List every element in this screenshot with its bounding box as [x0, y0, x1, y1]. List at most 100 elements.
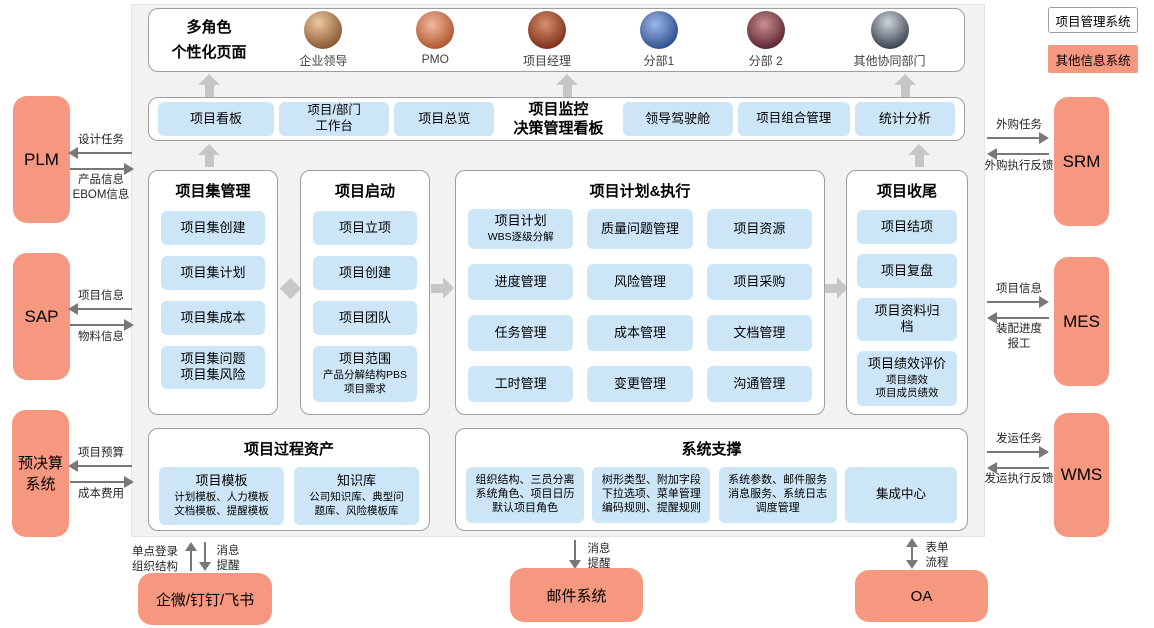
- persona-label: PMO: [421, 52, 449, 66]
- external-system-wms: WMS: [1054, 413, 1109, 537]
- arrow-label-outsourcing-feedback: 外购执行反馈: [984, 160, 1054, 172]
- module-change-mgmt: 变更管理: [587, 365, 693, 402]
- module-project-dept-workbench: 项目/部门 工作台: [279, 102, 390, 136]
- external-system-plm: PLM: [13, 96, 70, 223]
- right-arrow-icon: [825, 277, 848, 299]
- perf-subtitle: 项目绩效 项目成员绩效: [875, 373, 939, 400]
- module-program-plan: 项目集计划: [161, 256, 265, 290]
- module-integration-center: 集成中心: [844, 467, 957, 523]
- module-project-closeout: 项目结项: [857, 210, 957, 244]
- persona-project-manager: 项目经理: [523, 11, 571, 69]
- scope-subtitle: 产品分解结构PBS 项目需求: [322, 369, 407, 395]
- external-system-wechat-dingtalk-feishu: 企微/钉钉/飞书: [138, 573, 272, 625]
- templates-title: 项目模板: [195, 473, 248, 489]
- closure-title: 项目收尾: [876, 183, 937, 200]
- up-arrow-icon: [908, 144, 930, 167]
- module-project-approval: 项目立项: [313, 211, 417, 245]
- persona-branch-1: 分部1: [639, 11, 678, 69]
- external-system-mes: MES: [1054, 257, 1109, 386]
- persona-label: 分部 2: [748, 54, 783, 68]
- arrow-label-form-flow: 表单 流程: [925, 542, 949, 569]
- plan-exec-grid: 项目计划 WBS逐级分解 质量问题管理 项目资源 进度管理 风险管理 项目采购 …: [456, 201, 824, 402]
- module-leader-cockpit: 领导驾驶舱: [622, 102, 733, 136]
- arrow-label-assembly-progress: 装配进度 报工: [996, 323, 1042, 350]
- program-mgmt-title: 项目集管理: [175, 183, 251, 200]
- arrow-to-plm-icon: [68, 147, 132, 159]
- arrow-down-mail-icon: [569, 540, 581, 569]
- dashboard-row: 项目看板 项目/部门 工作台 项目总览 项目监控 决策管理看板 领导驾驶舱 项目…: [148, 97, 965, 141]
- persona-strip: 多角色 个性化页面 企业领导 PMO 项目经理 分部1 分部 2: [148, 8, 965, 72]
- module-schedule-mgmt: 进度管理: [468, 263, 574, 300]
- persona-items: 企业领导 PMO 项目经理 分部1 分部 2 其他协同部门: [265, 11, 960, 69]
- knowledge-title: 知识库: [336, 473, 376, 489]
- initiation-box: 项目启动 项目立项 项目创建 项目团队 项目范围 产品分解结构PBS 项目需求: [300, 170, 430, 415]
- module-project-team: 项目团队: [313, 301, 417, 335]
- persona-label: 项目经理: [523, 54, 572, 68]
- module-project-resource: 项目资源: [706, 209, 812, 249]
- dashboard-title: 项目监控 决策管理看板: [513, 100, 604, 138]
- system-support-box: 系统支撑 组织结构、三员分离 系统角色、项目日历 默认项目角色 树形类型、附加字…: [455, 428, 968, 531]
- module-project-plan: 项目计划 WBS逐级分解: [468, 209, 574, 249]
- module-performance-eval: 项目绩效评价 项目绩效 项目成员绩效: [857, 350, 957, 407]
- module-org-roles: 组织结构、三员分离 系统角色、项目日历 默认项目角色: [466, 467, 584, 523]
- module-communication-mgmt: 沟通管理: [706, 365, 812, 402]
- scope-title: 项目范围: [338, 351, 391, 366]
- arrow-label-shipping-feedback: 发运执行反馈: [984, 473, 1054, 485]
- arrow-label-sso-org: 单点登录 组织结构: [132, 546, 178, 573]
- module-project-scope: 项目范围 产品分解结构PBS 项目需求: [313, 346, 417, 402]
- persona-enterprise-leader: 企业领导: [299, 11, 347, 69]
- perf-title: 项目绩效评价: [867, 355, 946, 371]
- module-system-services: 系统参数、邮件服务 消息服务、系统日志 调度管理: [718, 467, 837, 523]
- arrow-label-project-info: 项目信息: [78, 290, 124, 302]
- module-task-mgmt: 任务管理: [468, 314, 574, 351]
- arrow-to-wms-icon: [987, 446, 1049, 458]
- templates-subtitle: 计划模板、人力模板 文档模板、提醒模板: [174, 491, 269, 518]
- arrow-from-srm-icon: [987, 148, 1049, 160]
- arrow-label-msg-remind-mail: 消息 提醒: [587, 543, 611, 570]
- module-project-templates: 项目模板 计划模板、人力模板 文档模板、提醒模板: [159, 467, 284, 525]
- process-assets-box: 项目过程资产 项目模板 计划模板、人力模板 文档模板、提醒模板 知识库 公司知识…: [148, 428, 430, 531]
- external-system-oa: OA: [855, 570, 988, 622]
- module-timesheet-mgmt: 工时管理: [468, 365, 574, 402]
- module-project-procurement: 项目采购: [706, 263, 812, 300]
- external-system-mail: 邮件系统: [510, 568, 643, 622]
- right-arrow-icon: [431, 277, 454, 299]
- module-knowledge-base: 知识库 公司知识库、典型问 题库、风险模板库: [294, 467, 419, 525]
- persona-branch-2: 分部 2: [746, 11, 785, 69]
- arrow-from-mes-icon: [987, 312, 1049, 324]
- arrow-to-mes-icon: [987, 296, 1049, 308]
- arrow-to-budget-icon: [68, 460, 132, 472]
- arrow-label-product-info: 产品信息 EBOM信息: [72, 174, 130, 201]
- module-program-cost: 项目集成本: [161, 301, 265, 335]
- program-mgmt-list: 项目集创建 项目集计划 项目集成本 项目集问题 项目集风险: [149, 201, 277, 389]
- arrow-label-cost-expense: 成本费用: [78, 488, 124, 500]
- program-mgmt-box: 项目集管理 项目集创建 项目集计划 项目集成本 项目集问题 项目集风险: [148, 170, 278, 415]
- pmo-avatar: [416, 11, 455, 49]
- arrow-label-project-budget: 项目预算: [78, 447, 124, 459]
- module-project-archive: 项目资料归 档: [857, 298, 957, 341]
- arrow-up-wechat-icon: [185, 542, 197, 571]
- module-project-overview: 项目总览: [394, 102, 495, 136]
- plan-exec-box: 项目计划&执行 项目计划 WBS逐级分解 质量问题管理 项目资源 进度管理 风险…: [455, 170, 825, 415]
- branch-2-avatar: [746, 11, 785, 49]
- arrow-label-design-task: 设计任务: [78, 134, 124, 146]
- process-assets-title: 项目过程资产: [243, 441, 334, 458]
- enterprise-leader-avatar: [304, 11, 343, 49]
- legend-pm-system: 项目管理系统: [1048, 7, 1138, 33]
- module-cost-mgmt: 成本管理: [587, 314, 693, 351]
- module-quality-issue-mgmt: 质量问题管理: [587, 209, 693, 249]
- arrow-from-sap-icon: [70, 319, 134, 331]
- closure-list: 项目结项 项目复盘 项目资料归 档 项目绩效评价 项目绩效 项目成员绩效: [847, 201, 967, 407]
- plan-exec-title: 项目计划&执行: [589, 183, 691, 200]
- module-project-review: 项目复盘: [857, 254, 957, 288]
- persona-label: 企业领导: [299, 54, 348, 68]
- arrow-label-outsourcing-task: 外购任务: [996, 119, 1042, 131]
- closure-box: 项目收尾 项目结项 项目复盘 项目资料归 档 项目绩效评价 项目绩效 项目成员绩…: [846, 170, 968, 415]
- module-portfolio-mgmt: 项目组合管理: [737, 102, 850, 136]
- system-support-title: 系统支撑: [681, 441, 742, 458]
- persona-label: 其他协同部门: [853, 54, 926, 68]
- module-document-mgmt: 文档管理: [706, 314, 812, 351]
- legend-other-system: 其他信息系统: [1048, 45, 1138, 73]
- external-system-budget: 预决算 系统: [12, 410, 69, 537]
